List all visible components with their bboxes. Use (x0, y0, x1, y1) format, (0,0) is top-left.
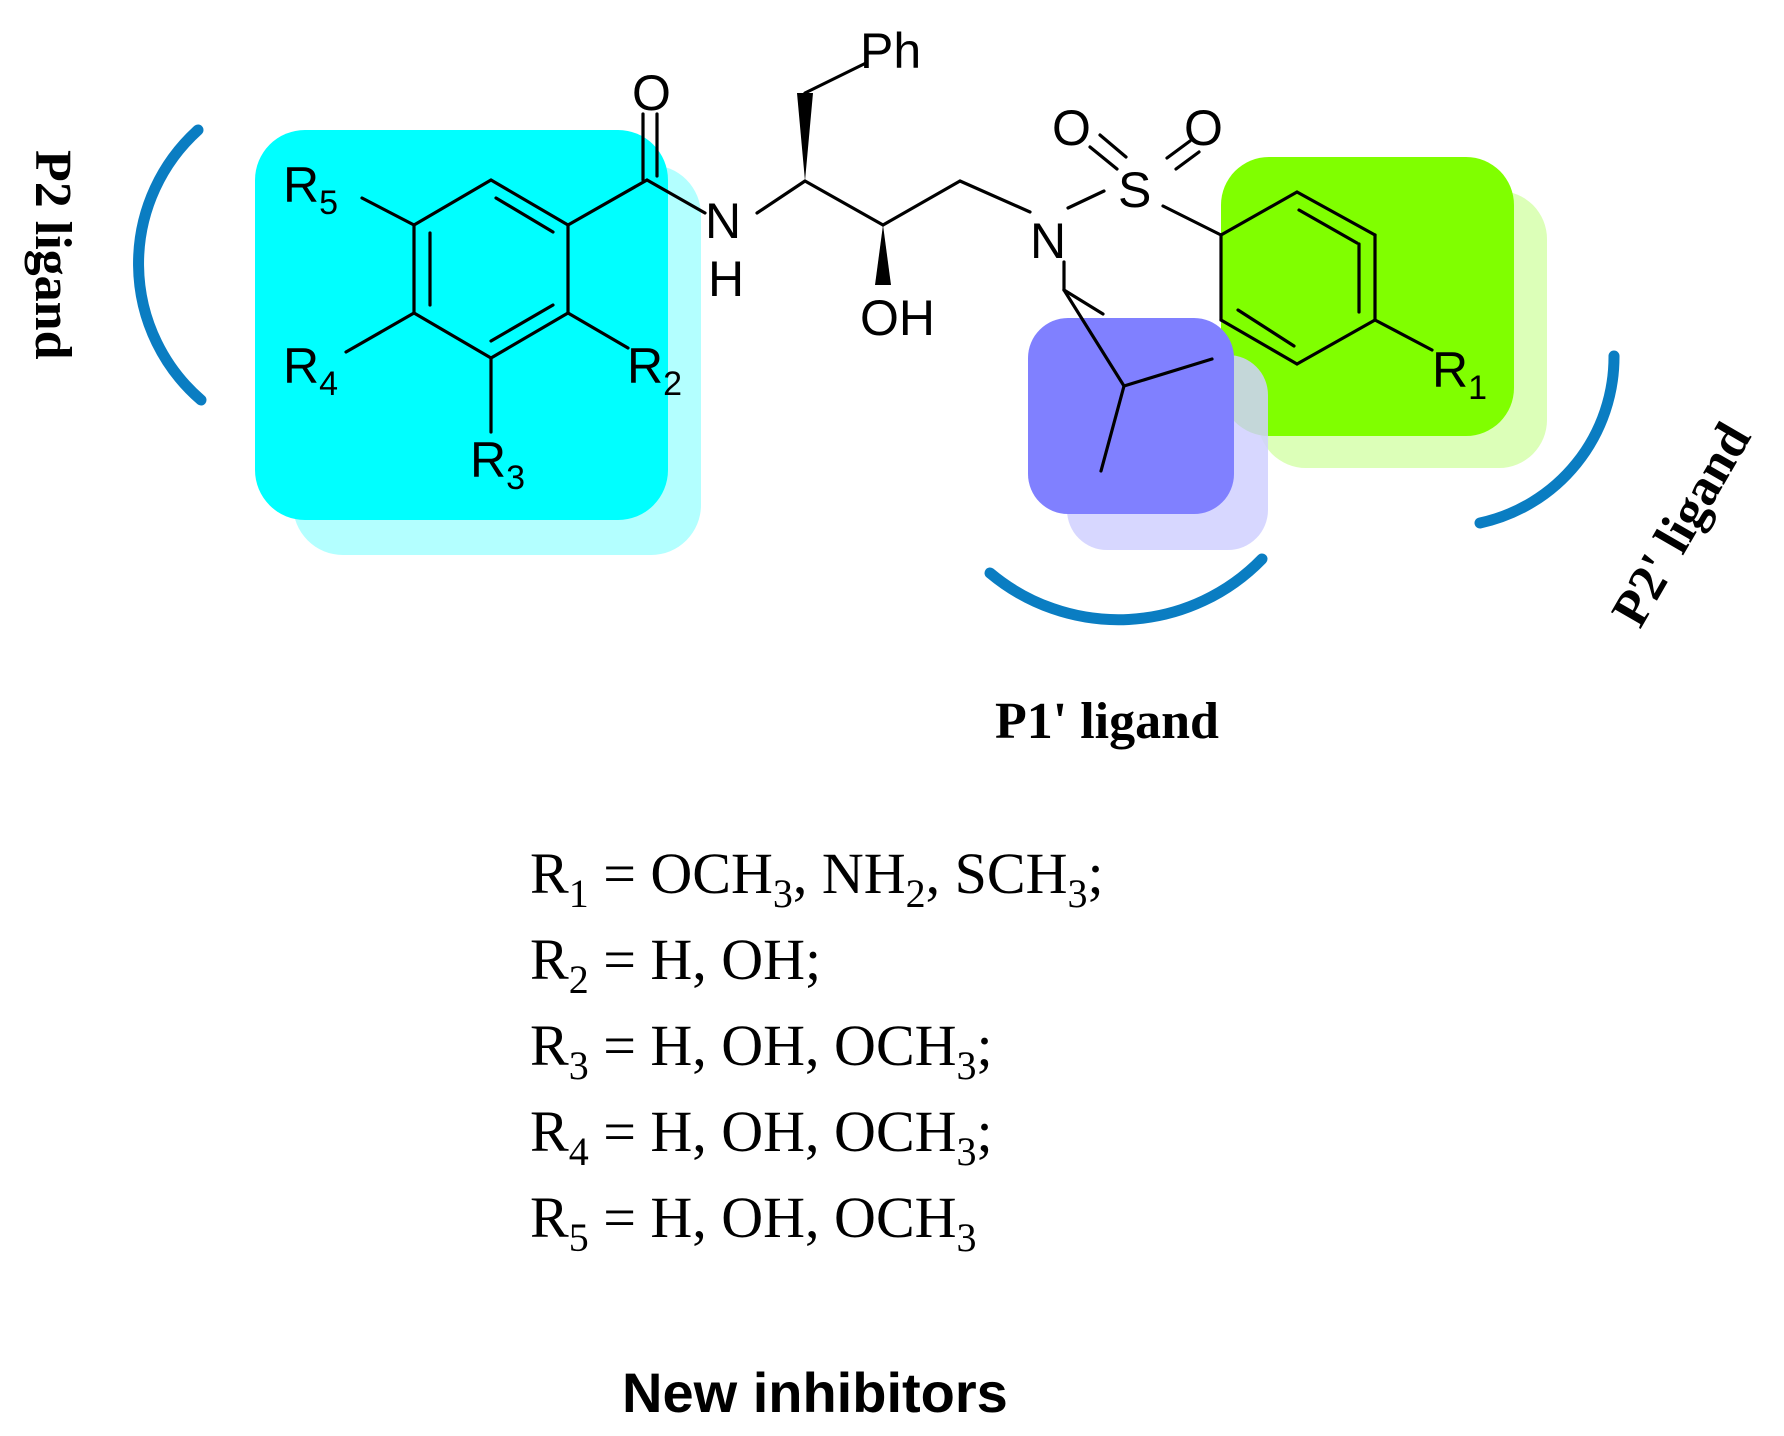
amide-hydrogen-label: H (708, 251, 744, 307)
p1-prime-pocket-arc (984, 553, 1268, 626)
p2-ligand-label: P2 ligand (24, 150, 81, 360)
phenyl-label: Ph (860, 23, 921, 79)
p1-prime-ligand-label: P1' ligand (995, 693, 1219, 750)
r2-label: R2 (627, 338, 682, 403)
definition-r3: R3 = H, OH, OCH3; (530, 1013, 993, 1088)
sulfonyl-oxygen-1-label: O (1052, 100, 1091, 156)
hydroxyl-label: OH (860, 290, 935, 346)
p2-prime-box (1221, 157, 1514, 436)
r1-label: R1 (1432, 342, 1487, 407)
r4-label: R4 (283, 338, 338, 403)
definition-r5: R5 = H, OH, OCH3 (530, 1185, 977, 1260)
p2-box (255, 130, 668, 520)
carbonyl-oxygen-label: O (632, 65, 671, 121)
atom-labels: Ph O N H OH N S O O R5 R4 R3 R2 R1 (283, 23, 1487, 497)
p2-prime-ligand-label: P2' ligand (1601, 413, 1762, 636)
figure-caption: New inhibitors (622, 1361, 1008, 1424)
sulfur-label: S (1118, 162, 1151, 218)
amide-nitrogen-label: N (705, 193, 741, 249)
definition-r2: R2 = H, OH; (530, 927, 821, 1002)
benzyl-wedge-bond (797, 93, 813, 181)
p1-prime-box (1028, 318, 1234, 514)
sulfonamide-nitrogen-label: N (1030, 213, 1066, 269)
p1-prime-highlight (1028, 318, 1268, 550)
definition-r4: R4 = H, OH, OCH3; (530, 1099, 993, 1174)
r5-label: R5 (283, 157, 338, 222)
hydroxyl-wedge-bond (875, 225, 891, 285)
r3-label: R3 (470, 432, 525, 497)
sulfonyl-oxygen-2-label: O (1184, 100, 1223, 156)
p2-highlight (255, 130, 701, 555)
p2-prime-highlight (1221, 157, 1547, 468)
substituent-definitions: R1 = OCH3, NH2, SCH3; R2 = H, OH; R3 = H… (530, 841, 1104, 1260)
molecule-bonds (344, 61, 1434, 473)
p2-pocket-arc (133, 124, 207, 406)
p2-prime-pocket-arc (1474, 350, 1620, 529)
definition-r1: R1 = OCH3, NH2, SCH3; (530, 841, 1104, 916)
